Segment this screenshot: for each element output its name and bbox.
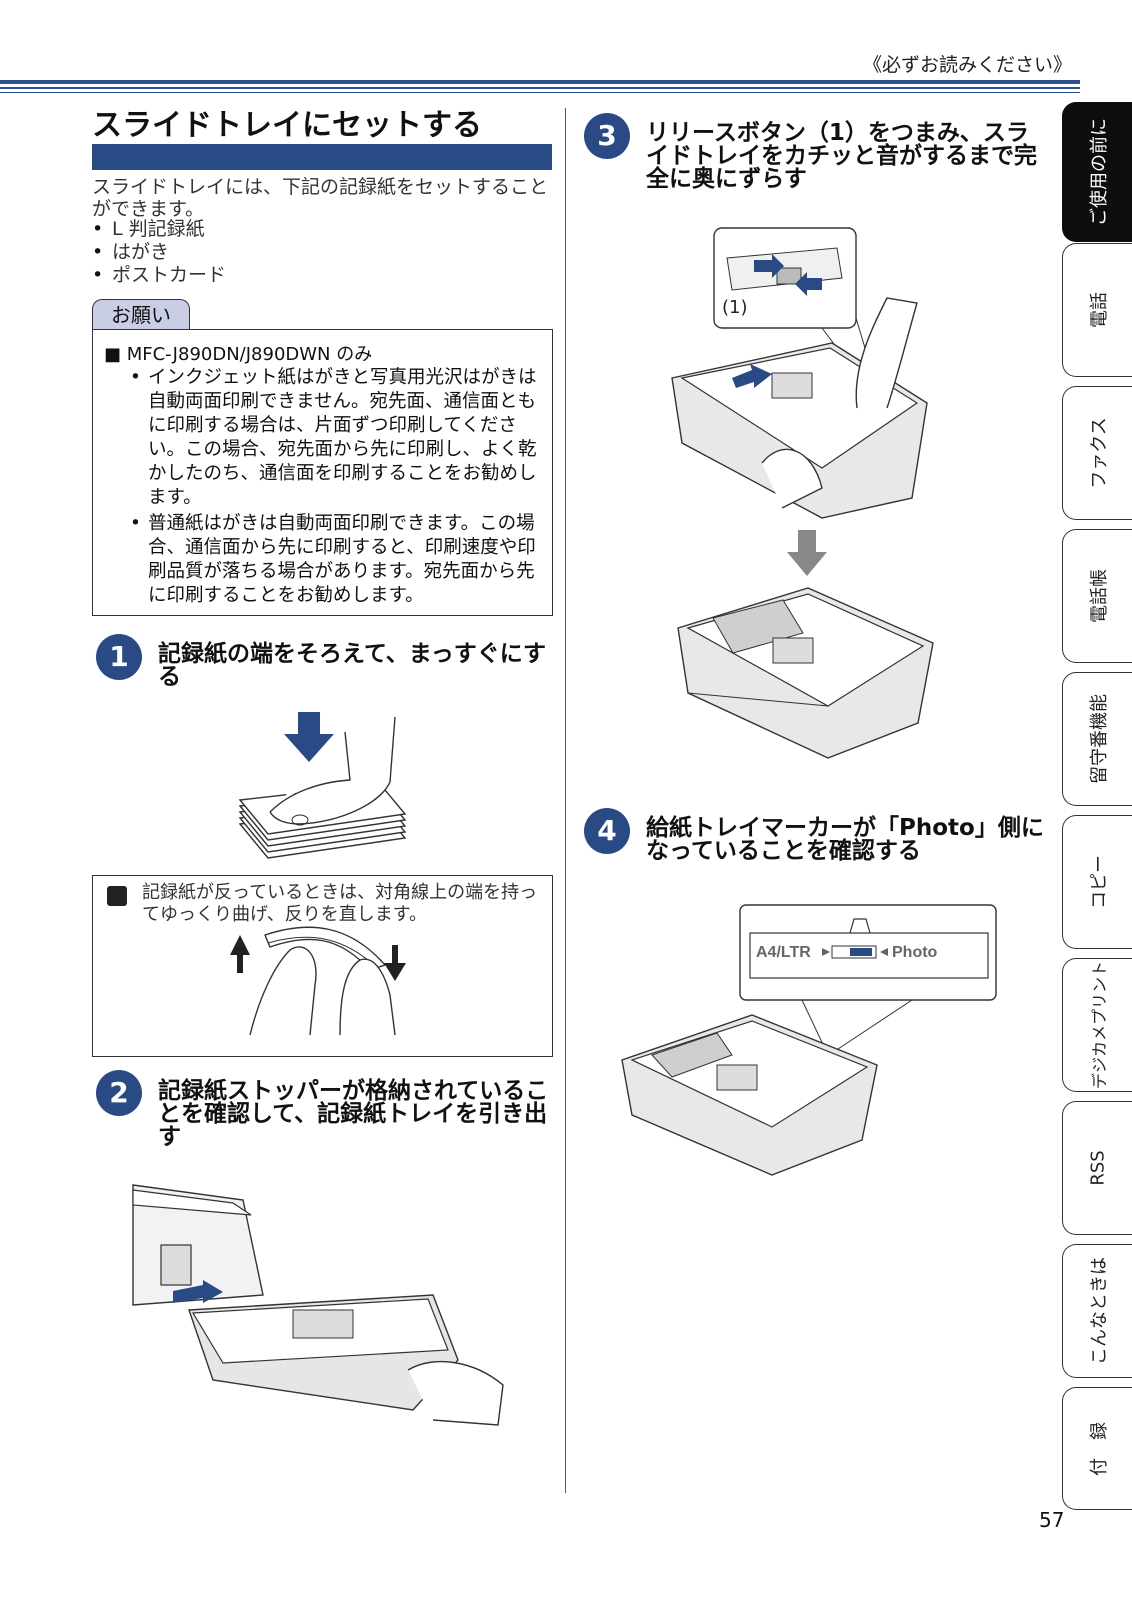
paper-type-list: L 判記録紙 はがき ポストカード	[92, 218, 226, 287]
marker-a4-label: A4/LTR	[756, 944, 811, 961]
step-2-text: 記録紙ストッパーが格納されていることを確認して、記録紙トレイを引き出す	[158, 1078, 549, 1150]
note-pencil-icon	[107, 886, 127, 906]
step-2-badge: 2	[96, 1070, 142, 1116]
list-item: はがき	[92, 241, 226, 264]
header-rule	[0, 80, 1080, 84]
sidebar-tab-8[interactable]: こんなときは	[1062, 1244, 1132, 1378]
section-title: スライドトレイにセットする	[92, 108, 482, 143]
down-arrow-icon	[787, 530, 827, 576]
marker-photo-label: Photo	[892, 944, 938, 961]
step-1-text: 記録紙の端をそろえて、まっすぐにする	[158, 641, 547, 690]
list-item: 普通紙はがきは自動両面印刷できます。この場合、通信面から先に印刷すると、印刷速度…	[128, 512, 548, 608]
step-4-text: 給紙トレイマーカーが「Photo」側になっていることを確認する	[646, 815, 1044, 864]
header-rule-thin	[0, 87, 1080, 89]
list-item: インクジェット紙はがきと写真用光沢はがきは自動両面印刷できません。宛先面、通信面…	[128, 366, 548, 510]
step-1-badge: 1	[96, 634, 142, 680]
intro-text: スライドトレイには、下記の記録紙をセットすることができます。	[92, 176, 549, 220]
step-3-text: リリースボタン（1）をつまみ、スライドトレイをカチッと音がするまで完全に奥にずら…	[646, 120, 1037, 192]
sidebar-tab-7[interactable]: RSS	[1062, 1101, 1132, 1235]
onegai-model: ■ MFC-J890DN/J890DWN のみ	[104, 344, 373, 365]
sidebar-tab-0[interactable]: ご使用の前に	[1062, 102, 1132, 242]
title-bar	[92, 144, 552, 170]
slide-tray-closed-illustration	[677, 587, 934, 759]
header-rule-thin-2	[0, 92, 1080, 93]
sidebar-tab-1[interactable]: 電話	[1062, 243, 1132, 377]
sidebar-tab-6[interactable]: デジカメプリント	[1062, 958, 1132, 1092]
note-box	[92, 875, 553, 1057]
list-item: ポストカード	[92, 264, 226, 287]
step-4-badge: 4	[584, 808, 630, 854]
printer-tray-illustration	[132, 1184, 504, 1426]
release-button-callout: (1)	[722, 297, 748, 318]
onegai-list: インクジェット紙はがきと写真用光沢はがきは自動両面印刷できません。宛先面、通信面…	[128, 366, 548, 610]
column-divider	[565, 108, 566, 1493]
sidebar-tab-3[interactable]: 電話帳	[1062, 529, 1132, 663]
onegai-label: お願い	[92, 299, 190, 330]
slide-tray-illustration: (1)	[671, 227, 928, 519]
note-text: 記録紙が反っているときは、対角線上の端を持ってゆっくり曲げ、反りを直します。	[142, 882, 538, 925]
paper-bending-illustration	[230, 926, 406, 1036]
header-note: 《必ずお読みください》	[862, 54, 1072, 76]
sidebar-tab-4[interactable]: 留守番機能	[1062, 672, 1132, 806]
onegai-box	[92, 329, 553, 616]
paper-aligning-illustration	[238, 712, 407, 859]
tray-marker-illustration: A4/LTR Photo	[621, 904, 997, 1176]
sidebar-tab-9[interactable]: 付 録	[1062, 1387, 1132, 1510]
sidebar-tab-5[interactable]: コピー	[1062, 815, 1132, 949]
list-item: L 判記録紙	[92, 218, 226, 241]
step-3-badge: 3	[584, 113, 630, 159]
sidebar-tab-2[interactable]: ファクス	[1062, 386, 1132, 520]
page-number: 57	[1039, 1508, 1065, 1532]
